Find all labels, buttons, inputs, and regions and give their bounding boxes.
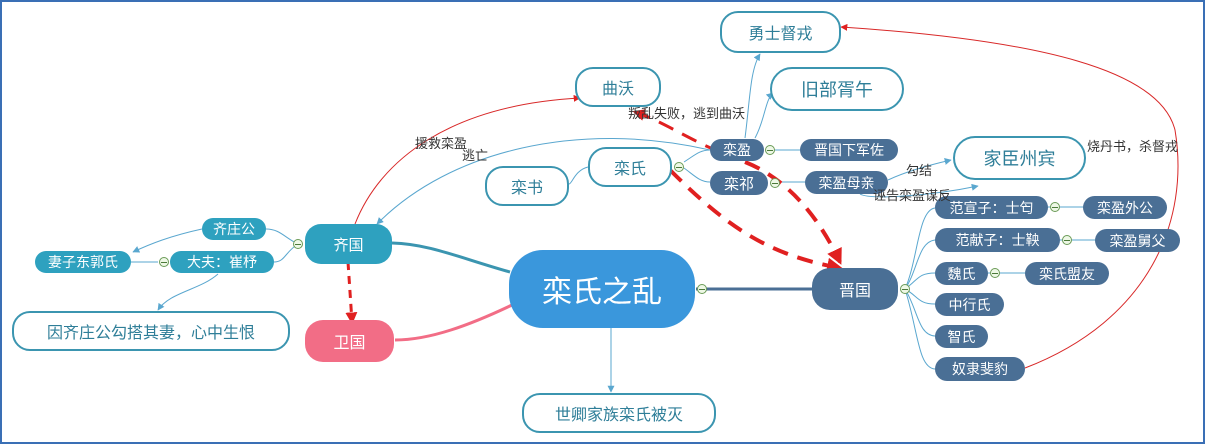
node-jiubu-xuwu[interactable]: 旧部胥午 xyxy=(770,67,904,111)
node-dafu-cuizhu[interactable]: 大夫：崔杼 xyxy=(170,251,274,273)
link-luanying-qi xyxy=(376,138,711,225)
node-luan-shu[interactable]: 栾书 xyxy=(485,166,569,206)
collapse-toggle-jin[interactable] xyxy=(900,284,910,294)
node-luanying-muqin[interactable]: 栾盈母亲 xyxy=(805,171,888,194)
node-wei-state[interactable]: 卫国 xyxy=(305,320,394,362)
label-collude: 勾结 xyxy=(906,164,933,179)
link-nuli-duxi xyxy=(840,23,1179,369)
label-report: 诬告栾盈谋反 xyxy=(873,189,952,204)
link-luanshi-luanying xyxy=(683,149,711,163)
label-rescue: 援救栾盈 xyxy=(415,137,468,152)
link-center-wei xyxy=(394,303,513,342)
node-luan-ying[interactable]: 栾盈 xyxy=(710,139,764,161)
node-qi-zhuanggong[interactable]: 齐庄公 xyxy=(202,218,266,240)
node-luan-shi[interactable]: 栾氏 xyxy=(588,147,672,187)
node-fan-xianzi[interactable]: 范献子：士鞅 xyxy=(935,228,1060,252)
link-jin-zhishi xyxy=(904,288,936,337)
link-luanying-duxi xyxy=(744,53,761,139)
node-zhonghang[interactable]: 中行氏 xyxy=(935,293,1004,316)
collapse-toggle-fan-xianzi[interactable] xyxy=(1062,235,1072,245)
link-luanying-xuwu xyxy=(754,92,774,139)
node-luanying-jiufu[interactable]: 栾盈舅父 xyxy=(1095,229,1180,252)
link-jin-fanxian xyxy=(904,239,936,290)
node-fan-xuanzi[interactable]: 范宣子：士匄 xyxy=(935,196,1048,219)
link-luanshi-luanshu xyxy=(568,166,589,185)
node-luan-qi[interactable]: 栾祁 xyxy=(710,171,768,195)
collapse-toggle-luan-ying[interactable] xyxy=(765,145,775,155)
link-luanshi-jin-red xyxy=(668,168,844,274)
node-jin[interactable]: 晋国 xyxy=(812,268,898,310)
node-qi[interactable]: 齐国 xyxy=(305,224,392,264)
collapse-toggle-qi[interactable] xyxy=(293,239,303,249)
label-flee: 逃亡 xyxy=(462,149,489,164)
node-qizi-dongguo[interactable]: 妻子东郭氏 xyxy=(35,251,131,273)
node-luanshi-mengyou[interactable]: 栾氏盟友 xyxy=(1025,262,1109,285)
link-qi-quwo xyxy=(354,94,581,225)
node-qu-wo[interactable]: 曲沃 xyxy=(575,67,661,107)
collapse-toggle-luan-qi[interactable] xyxy=(770,178,780,188)
link-muqin-zhoubin xyxy=(887,158,952,181)
node-nuli-feibao[interactable]: 奴隶斐豹 xyxy=(935,357,1025,381)
link-luanshi-luanqi xyxy=(683,167,711,183)
node-luanying-waigong[interactable]: 栾盈外公 xyxy=(1083,196,1167,219)
label-revolt: 叛乱失败，逃到曲沃 xyxy=(628,107,746,122)
collapse-toggle-cuizhu[interactable] xyxy=(159,257,169,267)
link-muqin-fan xyxy=(859,183,979,198)
node-hate-note[interactable]: 因齐庄公勾搭其妻，心中生恨 xyxy=(12,311,290,351)
link-cuizhu-hate xyxy=(157,273,219,311)
center-topic[interactable]: 栾氏之乱 xyxy=(509,250,695,328)
node-result[interactable]: 世卿家族栾氏被灭 xyxy=(522,393,716,433)
collapse-toggle-luan-shi[interactable] xyxy=(674,162,684,172)
link-qi-wei xyxy=(345,261,358,325)
link-center-qi xyxy=(391,241,511,274)
collapse-toggle-wei-shi[interactable] xyxy=(990,268,1000,278)
collapse-toggle-center[interactable] xyxy=(697,284,707,294)
link-zhuanggong-dongguo xyxy=(132,228,203,253)
link-jin-nuli xyxy=(904,288,936,370)
label-burn: 烧丹书，杀督戎 xyxy=(1087,140,1179,155)
node-jin-xiajun[interactable]: 晋国下军佐 xyxy=(800,139,898,161)
node-jiachen-zhoubin[interactable]: 家臣州宾 xyxy=(953,136,1086,180)
node-yongshi-duxi[interactable]: 勇士督戎 xyxy=(720,11,841,53)
node-zhi-shi[interactable]: 智氏 xyxy=(935,325,988,348)
node-wei-shi[interactable]: 魏氏 xyxy=(935,262,988,285)
collapse-toggle-fan-xuanzi[interactable] xyxy=(1050,202,1060,212)
link-jin-fanxuan xyxy=(904,207,936,290)
